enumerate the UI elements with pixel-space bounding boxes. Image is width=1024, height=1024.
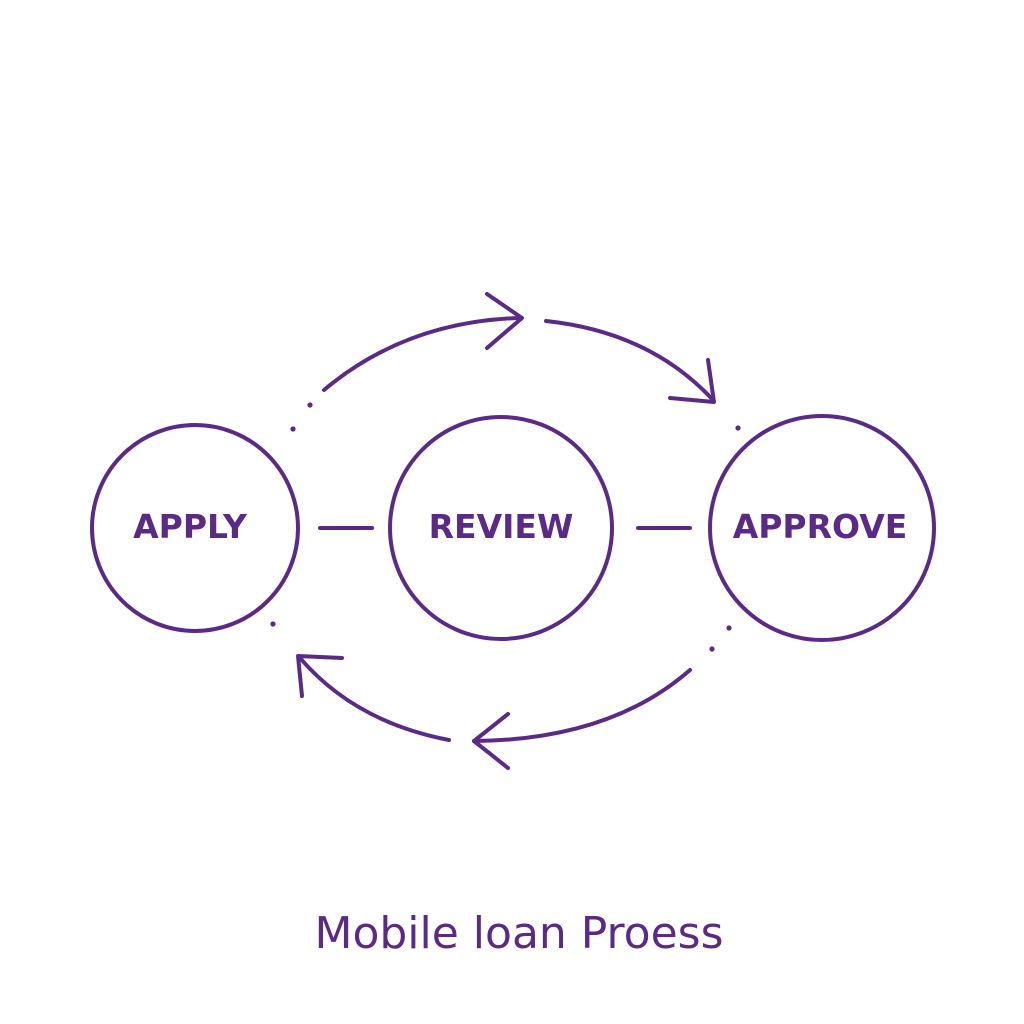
dot-decoration xyxy=(735,425,741,431)
node-apply-label: APPLY xyxy=(133,507,248,546)
dot-decoration xyxy=(726,625,732,631)
node-apply: APPLY xyxy=(90,423,300,633)
node-approve: APPROVE xyxy=(708,414,936,642)
arc-bottom-left xyxy=(298,656,451,742)
arrowhead-bottom-right-icon xyxy=(472,712,510,770)
node-review: REVIEW xyxy=(388,415,614,641)
node-apply-circle xyxy=(90,423,300,633)
dot-decoration xyxy=(307,402,313,408)
dot-decoration xyxy=(270,621,276,627)
diagram-caption: Mobile loan Proess xyxy=(314,908,723,959)
node-review-circle xyxy=(388,415,614,641)
arrow-bottom-right xyxy=(472,625,732,770)
arrowhead-bottom-left-icon xyxy=(296,654,344,698)
arc-top-right xyxy=(544,319,715,402)
arrow-top-left xyxy=(290,292,524,432)
node-approve-label: APPROVE xyxy=(733,507,908,546)
arrowhead-top-left-icon xyxy=(485,292,524,350)
arrow-top-right xyxy=(544,319,741,431)
node-review-label: REVIEW xyxy=(429,507,574,546)
arrowhead-top-right-icon xyxy=(668,358,716,404)
arc-bottom-right xyxy=(472,668,692,743)
arc-top-left xyxy=(322,316,520,392)
arrow-bottom-left xyxy=(270,621,451,742)
dot-decoration xyxy=(290,426,296,432)
dot-decoration xyxy=(709,646,715,652)
node-approve-circle xyxy=(708,414,936,642)
